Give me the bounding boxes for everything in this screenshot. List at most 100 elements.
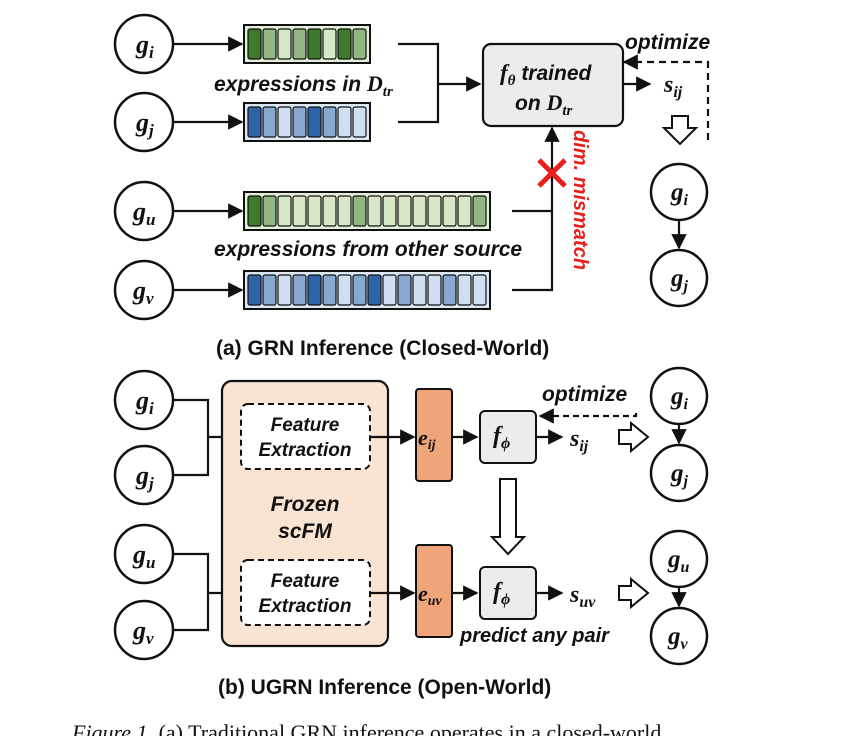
expression-cell [472,195,487,227]
panel-b: gi gj gu gv Frozen scFM Feature Extracti… [113,366,709,699]
expression-cell [337,28,352,60]
expression-cell [247,28,262,60]
node-a-gv: gv [113,259,175,321]
expression-cell [352,195,367,227]
expression-cell [367,195,382,227]
label-optimize-b: optimize [542,383,627,406]
svg-text:gv: gv [132,616,154,648]
node-b-right-gv: gv [649,606,709,666]
expression-cell [382,195,397,227]
score-s-uv: suv [569,582,596,611]
hollow-right-arrow-top [618,420,650,454]
node-a-right-gi: gi [649,162,709,222]
expression-cell [307,106,322,138]
node-b-gu: gu [113,523,175,585]
expression-cell [262,106,277,138]
expression-cell [322,106,337,138]
node-b-right-gj: gj [649,443,709,503]
connector-b-top [173,398,210,477]
caption-panel-a: (a) GRN Inference (Closed-World) [216,337,549,360]
feature-extraction-top-line1: Feature [271,415,340,436]
f-phi-bottom-label: fϕ [493,579,510,608]
expression-bar-other-gv [243,270,491,310]
expression-cell [307,195,322,227]
svg-text:gj: gj [670,265,689,295]
expression-cell [292,274,307,306]
expression-cell [262,195,277,227]
expression-cell [427,274,442,306]
svg-text:gj: gj [670,460,689,490]
svg-text:gi: gi [135,386,154,418]
expression-cell [352,274,367,306]
expression-cell [247,274,262,306]
expression-cell [322,274,337,306]
mismatch-x-icon [537,158,567,188]
svg-text:gu: gu [132,197,155,229]
expression-cell [352,28,367,60]
feature-extraction-bottom-line2: Extraction [259,596,352,617]
expression-cell [277,274,292,306]
embedding-e-uv [415,544,453,638]
score-s-ij-a: sij [663,72,683,101]
expression-cell [412,195,427,227]
model-label-line1: fθ trained [500,60,592,89]
node-b-gi: gi [113,369,175,431]
svg-text:gi: gi [135,30,154,62]
node-a-gu: gu [113,180,175,242]
node-b-right-gi: gi [649,366,709,426]
score-s-ij-b: sij [569,426,589,455]
expression-cell [397,195,412,227]
svg-text:gu: gu [132,540,155,572]
embedding-e-ij-label: eij [418,425,436,453]
optimize-dashed-arrow-a [622,54,710,140]
feature-extraction-bottom-line1: Feature [271,571,340,592]
figure-caption: Figure 1. (a) Traditional GRN inference … [71,720,661,736]
node-b-gj: gj [113,444,175,506]
expression-cell [277,195,292,227]
frozen-label-line2: scFM [278,520,332,543]
expression-cell [442,195,457,227]
label-optimize-a: optimize [625,31,710,54]
expression-cell [367,274,382,306]
optimize-dashed-arrow-b [538,408,638,424]
connector-b-bottom [173,552,210,632]
expression-cell [352,106,367,138]
expression-cell [277,28,292,60]
svg-text:gj: gj [135,108,154,140]
expression-cell [337,274,352,306]
svg-text:gi: gi [670,179,689,209]
expression-cell [292,195,307,227]
expression-cell [382,274,397,306]
expression-cell [292,106,307,138]
expression-cell [322,195,337,227]
embedding-e-ij [415,388,453,482]
hollow-down-arrow-a [661,115,699,146]
node-b-gv: gv [113,599,175,661]
expression-cell [292,28,307,60]
connector-train-bars [398,42,440,124]
node-b-right-gu: gu [649,529,709,589]
expression-cell [427,195,442,227]
node-a-right-gj: gj [649,248,709,308]
figure-caption-text: (a) Traditional GRN inference operates i… [159,720,662,736]
svg-text:gv: gv [132,276,154,308]
svg-text:gi: gi [670,383,689,413]
model-label-line2: on Dtr [515,90,573,119]
expression-cell [277,106,292,138]
hollow-right-arrow-bottom [618,576,650,610]
label-expressions-in-dtr: expressions in Dtr [214,71,393,100]
caption-panel-b: (b) UGRN Inference (Open-World) [218,676,551,699]
expression-cell [307,274,322,306]
f-phi-top-label: fϕ [493,423,510,452]
hollow-down-arrow-b [489,478,527,556]
expression-cell [307,28,322,60]
expression-cell [337,106,352,138]
embedding-e-uv-label: euv [418,581,443,609]
expression-cell [457,195,472,227]
expression-bar-train-gi [243,24,371,64]
label-predict-any-pair: predict any pair [459,625,610,647]
node-a-gi: gi [113,13,175,75]
svg-text:gj: gj [135,461,154,493]
expression-cell [412,274,427,306]
connector-other-to-model [512,126,560,292]
